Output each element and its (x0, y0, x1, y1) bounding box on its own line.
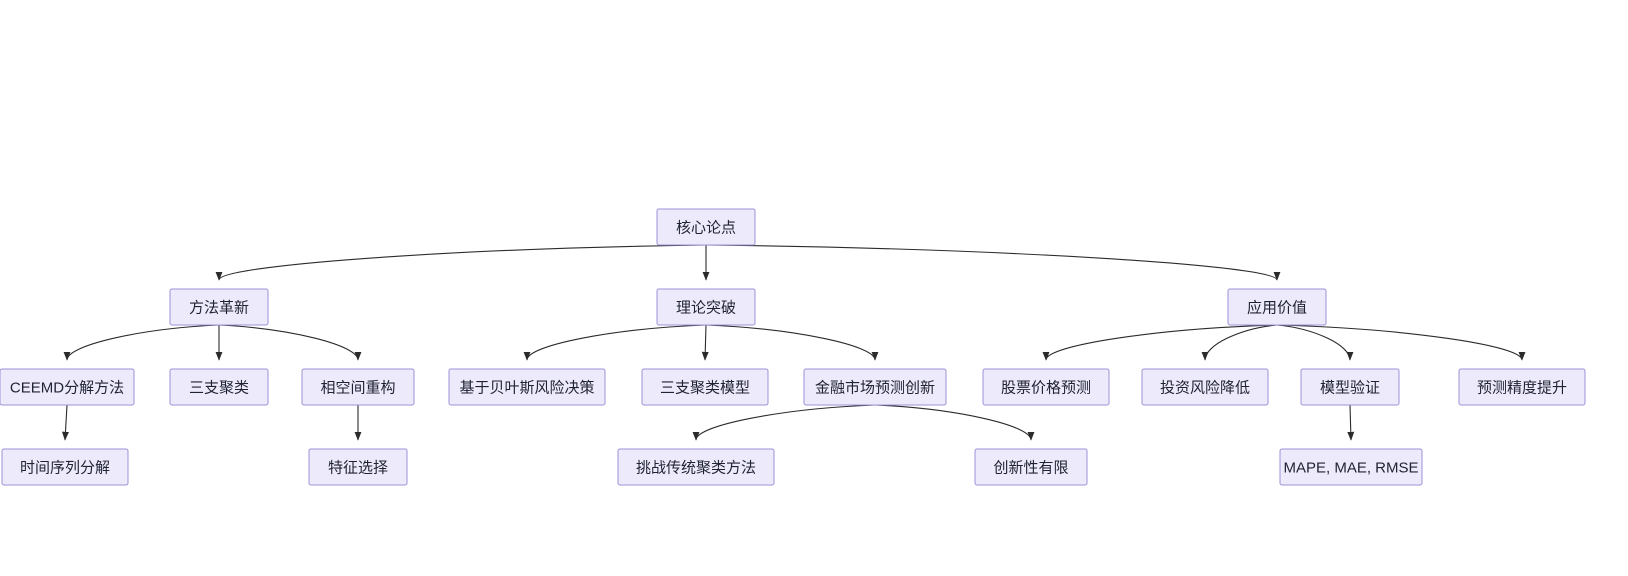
edge-c1-to-d1 (61, 404, 69, 441)
edge-b3-to-c10 (1276, 324, 1526, 361)
node-三支聚类模型[interactable]: 三支聚类模型 (641, 368, 769, 406)
node-核心论点[interactable]: 核心论点 (656, 208, 756, 246)
node-box[interactable] (301, 368, 415, 406)
edge-c9-to-d5 (1347, 404, 1355, 441)
node-box[interactable] (169, 368, 269, 406)
node-label: MAPE, MAE, RMSE (1283, 460, 1418, 477)
node-box[interactable] (308, 448, 408, 486)
node-应用价值[interactable]: 应用价值 (1227, 288, 1327, 326)
node-label: 相空间重构 (320, 380, 395, 397)
node-box[interactable] (1279, 448, 1423, 486)
node-label: 三支聚类 (189, 380, 249, 397)
node-label: 预测精度提升 (1477, 380, 1567, 397)
node-box[interactable] (448, 368, 606, 406)
node-box[interactable] (1141, 368, 1269, 406)
node-时间序列分解[interactable]: 时间序列分解 (1, 448, 129, 486)
node-label: 理论突破 (676, 300, 736, 317)
node-相空间重构[interactable]: 相空间重构 (301, 368, 415, 406)
node-label: 特征选择 (328, 460, 388, 477)
edge-b3-to-c9 (1276, 324, 1354, 361)
node-box[interactable] (0, 368, 135, 406)
node-label: CEEMD分解方法 (10, 380, 124, 397)
node-box[interactable] (641, 368, 769, 406)
edge-b2-to-c6 (705, 324, 879, 361)
node-创新性有限[interactable]: 创新性有限 (974, 448, 1088, 486)
node-label: 股票价格预测 (1001, 380, 1091, 397)
node-方法革新[interactable]: 方法革新 (169, 288, 269, 326)
edge-c6-to-d3 (692, 404, 876, 441)
node-box[interactable] (1300, 368, 1400, 406)
edge-b3-to-c8 (1201, 324, 1278, 361)
edge-root-to-b3 (705, 244, 1281, 281)
node-label: 投资风险降低 (1160, 380, 1250, 397)
node-box[interactable] (169, 288, 269, 326)
node-label: 核心论点 (676, 220, 736, 237)
node-box[interactable] (1227, 288, 1327, 326)
node-label: 基于贝叶斯风险决策 (459, 380, 594, 397)
node-label: 金融市场预测创新 (815, 380, 935, 397)
node-label: 模型验证 (1320, 380, 1380, 397)
node-投资风险降低[interactable]: 投资风险降低 (1141, 368, 1269, 406)
node-模型验证[interactable]: 模型验证 (1300, 368, 1400, 406)
edge-b1-to-c1 (63, 324, 220, 361)
node-金融市场预测创新[interactable]: 金融市场预测创新 (803, 368, 947, 406)
node-box[interactable] (982, 368, 1110, 406)
node-box[interactable] (617, 448, 775, 486)
node-理论突破[interactable]: 理论突破 (656, 288, 756, 326)
node-股票价格预测[interactable]: 股票价格预测 (982, 368, 1110, 406)
node-label: 三支聚类模型 (660, 380, 750, 397)
node-ceemd分解方法[interactable]: CEEMD分解方法 (0, 368, 135, 406)
node-box[interactable] (656, 288, 756, 326)
node-box[interactable] (803, 368, 947, 406)
node-基于贝叶斯风险决策[interactable]: 基于贝叶斯风险决策 (448, 368, 606, 406)
node-label: 挑战传统聚类方法 (636, 460, 756, 477)
node-挑战传统聚类方法[interactable]: 挑战传统聚类方法 (617, 448, 775, 486)
node-box[interactable] (656, 208, 756, 246)
node-特征选择[interactable]: 特征选择 (308, 448, 408, 486)
node-box[interactable] (974, 448, 1088, 486)
edge-b2-to-c4 (523, 324, 707, 361)
node-label: 时间序列分解 (20, 460, 110, 477)
node-三支聚类[interactable]: 三支聚类 (169, 368, 269, 406)
node-label: 方法革新 (189, 300, 249, 317)
node-label: 应用价值 (1247, 299, 1307, 317)
edge-b3-to-c7 (1042, 324, 1278, 361)
edge-b1-to-c3 (218, 324, 362, 361)
node-mape-mae-rmse[interactable]: MAPE, MAE, RMSE (1279, 448, 1423, 486)
edge-root-to-b1 (215, 244, 707, 281)
node-box[interactable] (1458, 368, 1586, 406)
node-label: 创新性有限 (993, 460, 1068, 477)
node-预测精度提升[interactable]: 预测精度提升 (1458, 368, 1586, 406)
edge-layer (61, 244, 1526, 441)
edge-b2-to-c5 (701, 324, 709, 361)
edge-c6-to-d4 (874, 404, 1035, 441)
node-box[interactable] (1, 448, 129, 486)
